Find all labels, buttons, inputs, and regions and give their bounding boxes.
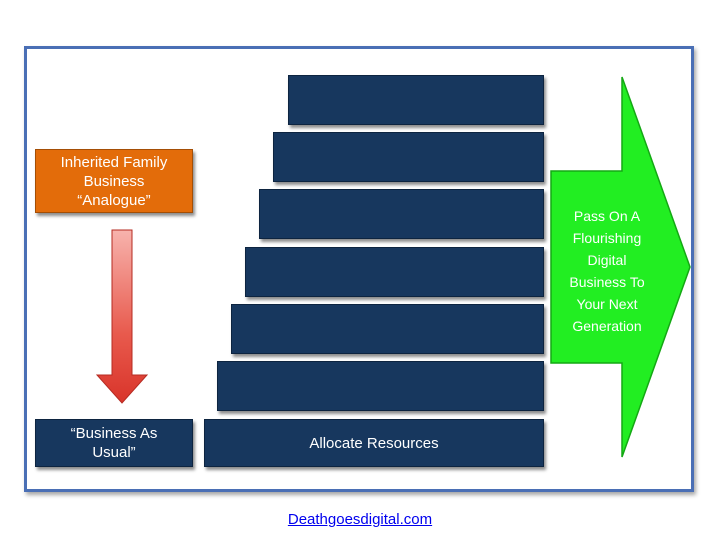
staircase-step xyxy=(231,304,544,354)
outcome-line-5: Your Next xyxy=(576,296,638,312)
inherited-line-1: Inherited Family xyxy=(60,153,168,171)
staircase-step xyxy=(273,132,544,182)
outcome-text: Pass On A Flourishing Digital Business T… xyxy=(552,205,662,337)
outcome-line-6: Generation xyxy=(572,318,642,334)
staircase-step xyxy=(259,189,544,239)
staircase-step xyxy=(217,361,544,411)
outcome-line-1: Pass On A xyxy=(573,208,641,224)
allocate-resources-label: Allocate Resources xyxy=(309,434,439,452)
outcome-line-4: Business To xyxy=(569,274,645,290)
usual-line-2: Usual” xyxy=(92,444,136,461)
down-arrow-icon xyxy=(95,229,149,404)
inherited-business-box: Inherited Family Business “Analogue” xyxy=(35,149,193,213)
staircase-step xyxy=(204,419,544,467)
outcome-line-2: Flourishing xyxy=(572,230,642,246)
usual-line-1: “Business As xyxy=(70,425,158,442)
inherited-line-2: Business xyxy=(83,172,145,190)
staircase-step xyxy=(245,247,544,297)
footer-link[interactable]: Deathgoesdigital.com xyxy=(287,511,433,528)
business-as-usual-box: “Business As Usual” xyxy=(35,419,193,467)
staircase-step xyxy=(288,75,544,125)
outcome-line-3: Digital xyxy=(587,252,627,268)
inherited-line-3: “Analogue” xyxy=(77,191,151,209)
slide-frame xyxy=(24,46,694,492)
right-arrow-icon xyxy=(550,76,691,458)
